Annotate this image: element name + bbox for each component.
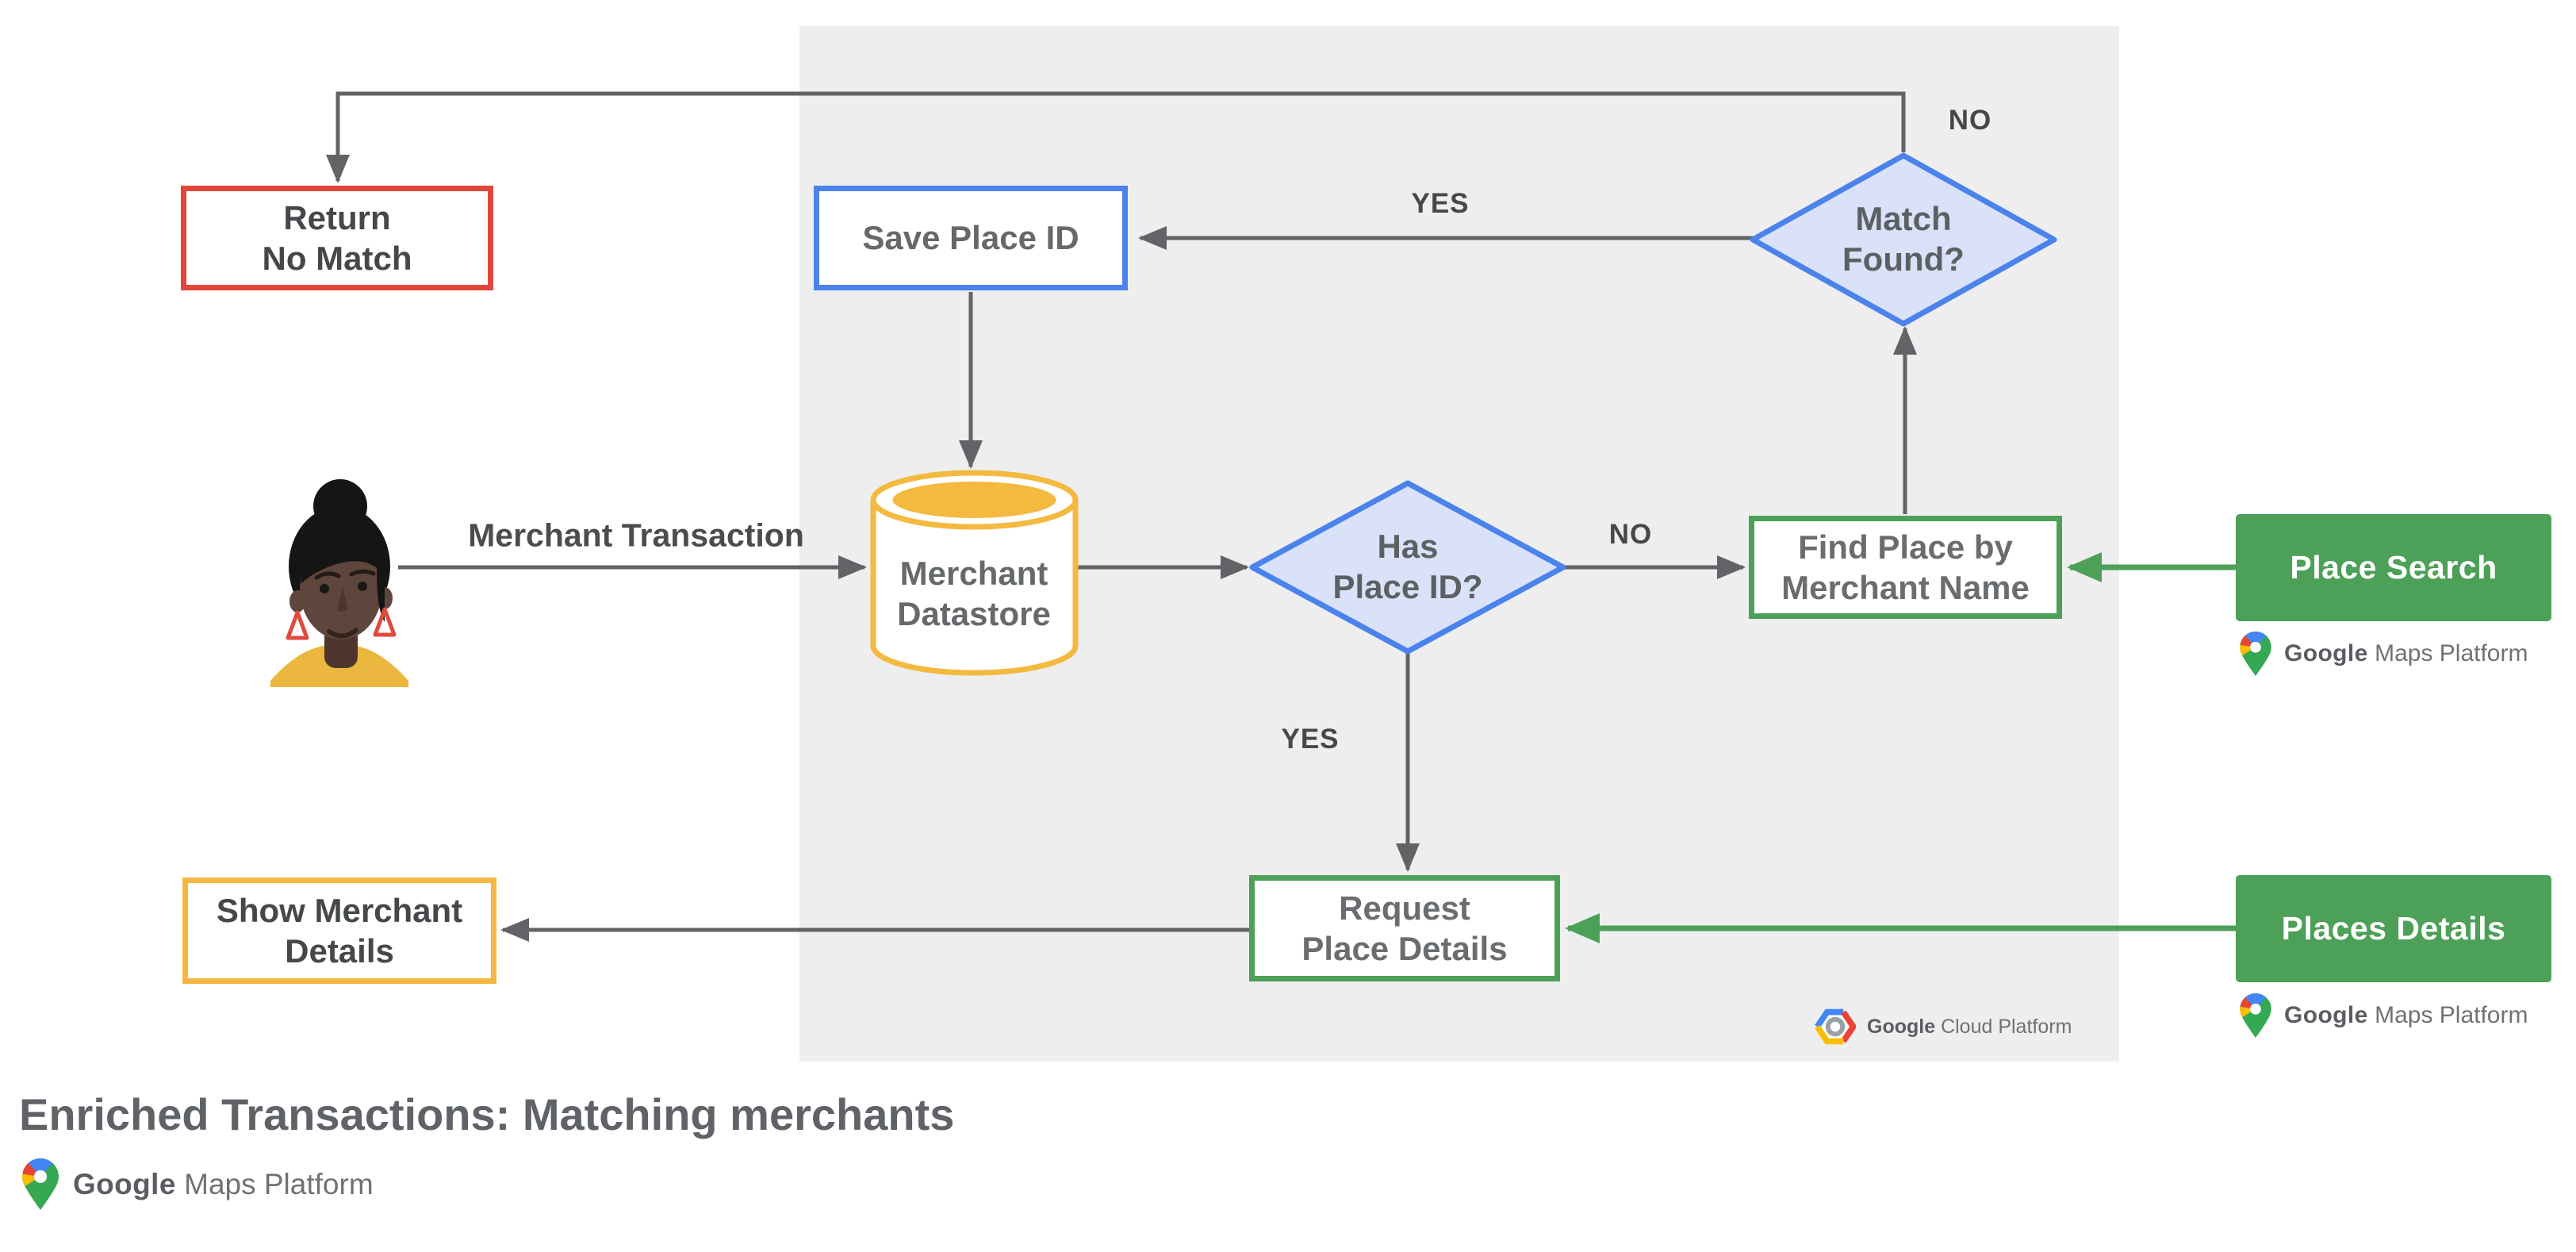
show-merchant-details-box: Show Merchant Details bbox=[182, 878, 496, 984]
merchant-datastore-label: Merchant Datastore bbox=[897, 554, 1051, 632]
maps-pin-icon bbox=[2240, 993, 2271, 1038]
gmp-product: Maps Platform bbox=[184, 1167, 374, 1200]
gmp-logo-footer: Google Maps Platform bbox=[22, 1158, 374, 1210]
place-search-api-box: Place Search bbox=[2236, 514, 2551, 621]
edge-label-has-place-id-yes: YES bbox=[1281, 724, 1340, 755]
merchant-datastore-cylinder bbox=[870, 470, 1079, 676]
gmp-product: Maps Platform bbox=[2375, 1002, 2528, 1028]
edge-label-has-place-id-no: NO bbox=[1608, 519, 1653, 550]
gmp-logo-text: Google Maps Platform bbox=[2284, 1002, 2528, 1029]
find-place-by-merchant-name-box: Find Place by Merchant Name bbox=[1749, 516, 2062, 619]
gcp-logo-text: Google Cloud Platform bbox=[1867, 1016, 2072, 1039]
edge-label-match-found-yes: YES bbox=[1411, 188, 1470, 219]
request-place-details-box: Request Place Details bbox=[1249, 875, 1560, 981]
save-place-id-box: Save Place ID bbox=[814, 186, 1128, 290]
match-found-diamond bbox=[1750, 152, 2057, 327]
gmp-logo-text: Google Maps Platform bbox=[73, 1168, 374, 1201]
has-place-id-diamond bbox=[1249, 480, 1566, 655]
diagram-title: Enriched Transactions: Matching merchant… bbox=[19, 1089, 955, 1139]
merchant-transaction-label: Merchant Transaction bbox=[468, 517, 804, 554]
maps-pin-icon bbox=[22, 1158, 59, 1210]
gmp-logo-text: Google Maps Platform bbox=[2284, 640, 2528, 667]
edge-label-match-found-no: NO bbox=[1948, 105, 1992, 136]
gmp-brand: Google bbox=[73, 1167, 176, 1200]
gcp-logo: Google Cloud Platform bbox=[1815, 1006, 2072, 1047]
gmp-brand: Google bbox=[2284, 640, 2368, 666]
gmp-logo-places-details: Google Maps Platform bbox=[2240, 993, 2528, 1038]
gmp-logo-place-search: Google Maps Platform bbox=[2240, 632, 2528, 676]
gmp-product: Maps Platform bbox=[2375, 640, 2528, 666]
return-no-match-box: Return No Match bbox=[181, 186, 493, 290]
has-place-id-label: Has Place ID? bbox=[1332, 527, 1483, 605]
match-found-label: Match Found? bbox=[1842, 199, 1965, 278]
green-arrows bbox=[1565, 552, 2236, 943]
gcp-product: Cloud Platform bbox=[1941, 1015, 2072, 1038]
maps-pin-icon bbox=[2240, 632, 2271, 676]
places-details-api-box: Places Details bbox=[2236, 875, 2551, 982]
gmp-brand: Google bbox=[2284, 1002, 2368, 1028]
user-avatar bbox=[270, 479, 408, 687]
gcp-hexagon-icon bbox=[1815, 1006, 1856, 1047]
gcp-brand: Google bbox=[1867, 1015, 1936, 1038]
gray-arrows bbox=[326, 91, 1917, 942]
